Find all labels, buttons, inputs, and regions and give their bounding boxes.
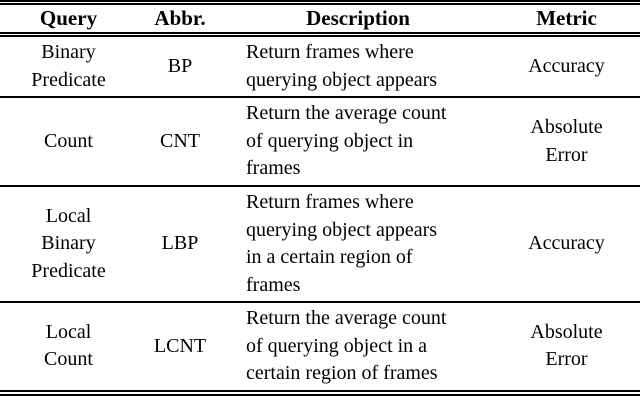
- cell-query: Local Binary Predicate: [31, 204, 106, 282]
- cell-abbr: BP: [167, 54, 193, 77]
- cell-abbr: LBP: [161, 232, 199, 255]
- cell-query: Count: [44, 129, 93, 152]
- cell-metric: Accuracy: [528, 232, 605, 255]
- cell-description: Return frames where querying object appe…: [246, 191, 438, 296]
- cell-metric: Absolute Error: [530, 116, 603, 166]
- header-query: Query: [39, 6, 98, 30]
- cell-query: Binary Predicate: [31, 41, 106, 91]
- cell-abbr: CNT: [160, 129, 200, 152]
- cell-description: Return the average count of querying obj…: [246, 102, 447, 180]
- cell-description: Return frames where querying object appe…: [246, 41, 438, 91]
- header-description: Description: [306, 6, 410, 30]
- cell-metric: Absolute Error: [530, 320, 603, 371]
- cell-description: Return the average count of querying obj…: [246, 307, 447, 384]
- header-abbr: Abbr.: [154, 6, 206, 30]
- table-row-lbp: Local Binary Predicate LBP Return frames…: [0, 186, 640, 302]
- cell-metric: Accuracy: [528, 54, 605, 77]
- table-header-row: Query Abbr. Description Metric: [0, 3, 640, 35]
- table-row-cnt: Count CNT Return the average count of qu…: [0, 97, 640, 186]
- header-metric: Metric: [536, 6, 597, 30]
- cell-query: Local Count: [44, 320, 93, 371]
- table-row-lcnt: Local Count LCNT Return the average coun…: [0, 302, 640, 393]
- cell-abbr: LCNT: [153, 334, 207, 357]
- table-row-bp: Binary Predicate BP Return frames where …: [0, 35, 640, 97]
